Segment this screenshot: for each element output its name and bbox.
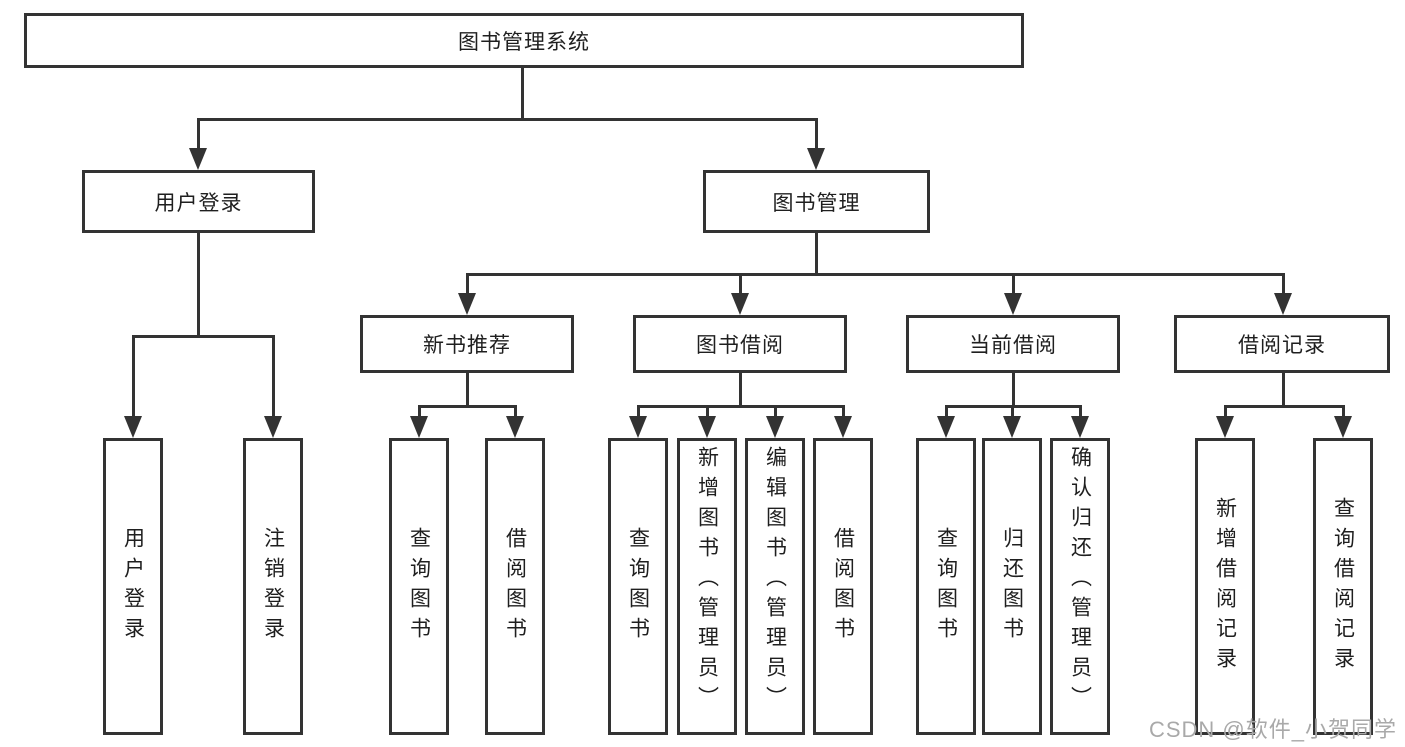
arrow-down-icon — [189, 148, 207, 170]
node-confirm-return-admin: 确认归还（管理员） — [1050, 438, 1110, 735]
node-book-management-module: 图书管理 — [703, 170, 930, 233]
connector-line — [1282, 273, 1285, 296]
connector-line — [197, 118, 818, 121]
node-user-login-module: 用户登录 — [82, 170, 315, 233]
arrow-down-icon — [937, 416, 955, 438]
connector-line — [418, 405, 421, 420]
node-label: 编辑图书（管理员） — [763, 446, 787, 716]
connector-line — [706, 405, 709, 420]
node-borrow-records: 借阅记录 — [1174, 315, 1390, 373]
arrow-down-icon — [1216, 416, 1234, 438]
connector-line — [1224, 405, 1345, 408]
node-edit-books-admin: 编辑图书（管理员） — [745, 438, 805, 735]
connector-line — [774, 405, 777, 420]
node-label: 查询图书 — [934, 526, 958, 647]
connector-line — [637, 405, 640, 420]
node-new-book-recommend: 新书推荐 — [360, 315, 574, 373]
node-label: 确认归还（管理员） — [1068, 446, 1092, 716]
arrow-down-icon — [629, 416, 647, 438]
node-borrow-books-recommend: 借阅图书 — [485, 438, 545, 735]
node-query-books-current: 查询图书 — [916, 438, 976, 735]
node-query-books-borrow: 查询图书 — [608, 438, 668, 735]
arrow-down-icon — [698, 416, 716, 438]
node-root-system: 图书管理系统 — [24, 13, 1024, 68]
csdn-watermark: CSDN @软件_小贺同学 — [1148, 717, 1397, 742]
connector-line — [1012, 373, 1015, 408]
node-label: 注销登录 — [261, 526, 285, 647]
node-label: 借阅图书 — [831, 526, 855, 647]
connector-line — [637, 405, 845, 408]
node-current-borrow: 当前借阅 — [906, 315, 1120, 373]
connector-line — [466, 373, 469, 408]
node-label: 查询图书 — [407, 526, 431, 647]
connector-line — [739, 273, 742, 296]
node-label: 查询借阅记录 — [1331, 496, 1355, 677]
connector-line — [197, 118, 200, 151]
connector-line — [1012, 273, 1015, 296]
node-label: 图书管理 — [772, 191, 861, 215]
connector-line — [945, 405, 948, 420]
connector-line — [418, 405, 517, 408]
connector-line — [842, 405, 845, 420]
connector-line — [272, 335, 275, 420]
node-query-borrow-record: 查询借阅记录 — [1313, 438, 1373, 735]
connector-line — [466, 273, 1285, 276]
connector-line — [514, 405, 517, 420]
arrow-down-icon — [1004, 293, 1022, 315]
arrow-down-icon — [1334, 416, 1352, 438]
connector-line — [815, 233, 818, 276]
node-label: 用户登录 — [121, 526, 145, 647]
connector-line — [132, 335, 275, 338]
node-label: 图书借阅 — [696, 334, 784, 357]
node-logout: 注销登录 — [243, 438, 303, 735]
node-label: 查询图书 — [626, 526, 650, 647]
arrow-down-icon — [1274, 293, 1292, 315]
arrow-down-icon — [264, 416, 282, 438]
node-add-books-admin: 新增图书（管理员） — [677, 438, 737, 735]
node-user-login: 用户登录 — [103, 438, 163, 735]
arrow-down-icon — [506, 416, 524, 438]
node-book-borrow: 图书借阅 — [633, 315, 847, 373]
node-add-borrow-record: 新增借阅记录 — [1195, 438, 1255, 735]
node-label: 新增图书（管理员） — [695, 446, 719, 716]
node-label: 新增借阅记录 — [1213, 496, 1237, 677]
connector-line — [1342, 405, 1345, 420]
node-return-books: 归还图书 — [982, 438, 1042, 735]
node-label: 借阅记录 — [1238, 334, 1326, 357]
node-label: 图书管理系统 — [458, 30, 590, 54]
arrow-down-icon — [410, 416, 428, 438]
connector-line — [1224, 405, 1227, 420]
node-query-books-recommend: 查询图书 — [389, 438, 449, 735]
node-borrow-books: 借阅图书 — [813, 438, 873, 735]
arrow-down-icon — [766, 416, 784, 438]
connector-line — [197, 233, 200, 338]
node-label: 归还图书 — [1000, 526, 1024, 647]
node-label: 新书推荐 — [423, 334, 511, 357]
arrow-down-icon — [731, 293, 749, 315]
arrow-down-icon — [1071, 416, 1089, 438]
node-label: 用户登录 — [154, 191, 243, 215]
arrow-down-icon — [124, 416, 142, 438]
connector-line — [521, 68, 524, 121]
node-label: 借阅图书 — [503, 526, 527, 647]
arrow-down-icon — [834, 416, 852, 438]
connector-line — [1011, 405, 1014, 420]
arrow-down-icon — [458, 293, 476, 315]
connector-line — [132, 335, 135, 420]
connector-line — [739, 373, 742, 408]
connector-line — [466, 273, 469, 296]
node-label: 当前借阅 — [969, 334, 1057, 357]
connector-line — [1282, 373, 1285, 408]
arrow-down-icon — [807, 148, 825, 170]
connector-line — [1079, 405, 1082, 420]
connector-line — [815, 118, 818, 151]
arrow-down-icon — [1003, 416, 1021, 438]
